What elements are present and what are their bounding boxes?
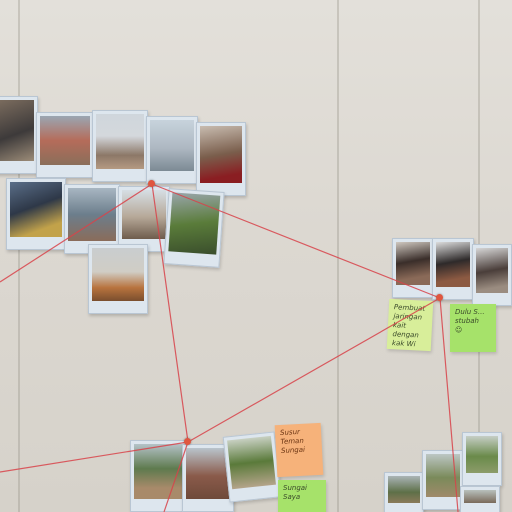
polaroid-photo bbox=[88, 244, 148, 314]
wall-panel-seam bbox=[337, 0, 339, 512]
polaroid-photo bbox=[130, 440, 186, 512]
polaroid-photo bbox=[36, 112, 94, 178]
polaroid-photo bbox=[6, 178, 66, 250]
sticky-note: Sungai Saya bbox=[278, 480, 326, 512]
polaroid-photo bbox=[196, 122, 246, 196]
polaroid-photo bbox=[222, 431, 282, 503]
polaroid-photo bbox=[146, 116, 198, 184]
polaroid-photo bbox=[392, 238, 434, 298]
push-pin bbox=[148, 180, 155, 187]
polaroid-photo bbox=[472, 244, 512, 306]
polaroid-photo bbox=[118, 186, 170, 252]
polaroid-photo bbox=[462, 432, 502, 486]
polaroid-photo bbox=[432, 238, 474, 300]
polaroid-photo bbox=[163, 188, 225, 268]
sticky-note: Susur Teman Sungai bbox=[274, 422, 324, 478]
polaroid-photo bbox=[92, 110, 148, 182]
polaroid-photo bbox=[460, 486, 500, 512]
sticky-note: Dulu S... stubah ☺ bbox=[450, 304, 496, 352]
wall-panel-seam bbox=[18, 0, 20, 512]
push-pin bbox=[184, 438, 191, 445]
polaroid-photo bbox=[0, 96, 38, 174]
sticky-note: Pembuat jaringan kait dengan kak Wi bbox=[386, 298, 434, 352]
push-pin bbox=[436, 294, 443, 301]
polaroid-photo bbox=[384, 472, 424, 512]
polaroid-photo bbox=[422, 450, 464, 510]
